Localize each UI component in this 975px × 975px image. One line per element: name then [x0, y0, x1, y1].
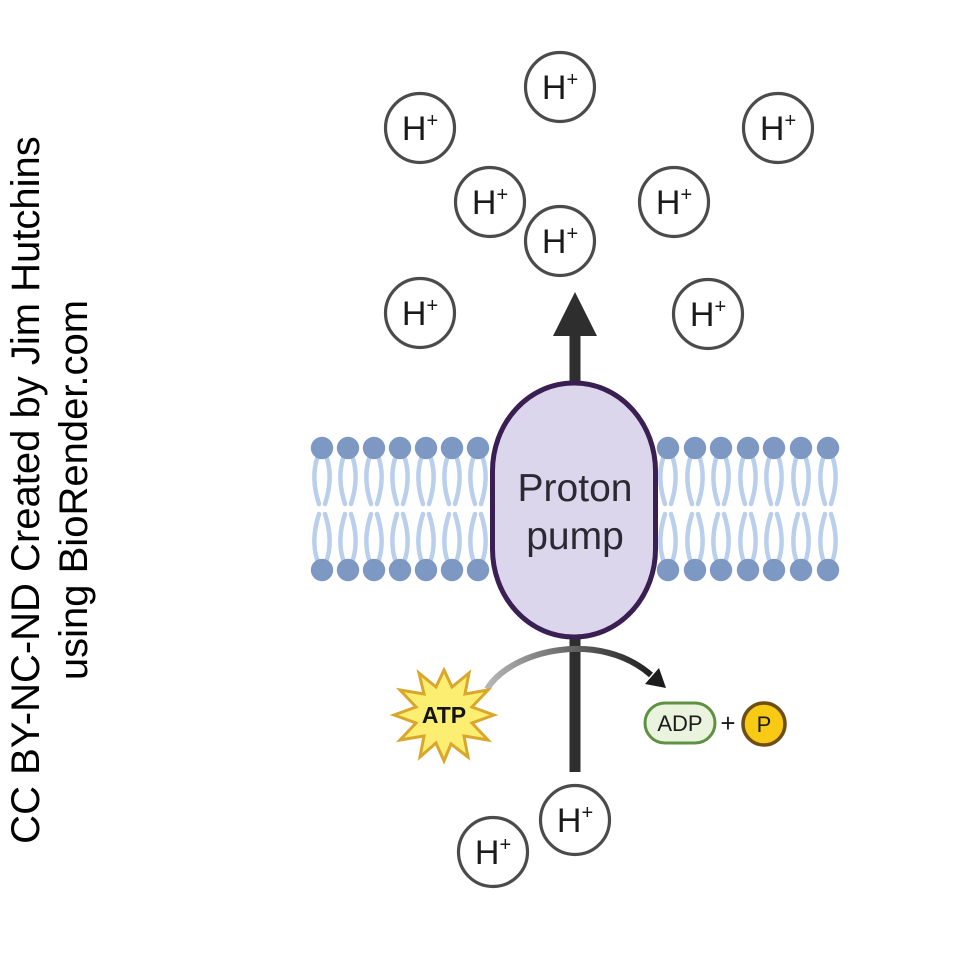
lipid-icon	[684, 437, 706, 504]
atp-label: ATP	[422, 702, 466, 728]
proton-pump-label-line2: pump	[526, 515, 624, 558]
hydrogen-ion	[523, 204, 597, 278]
lipid-icon	[389, 514, 411, 581]
proton-pump-body	[490, 380, 658, 640]
lipid-icon	[363, 437, 385, 504]
phosphate-label: P	[757, 712, 772, 737]
lipid-icon	[657, 437, 679, 504]
hydrogen-ion	[671, 277, 745, 351]
lipid-icon	[415, 437, 437, 504]
phosphate-molecule: P	[741, 701, 787, 747]
phosphate-circle	[741, 701, 787, 747]
lipid-icon	[441, 514, 463, 581]
lipid-icon	[311, 437, 333, 504]
lipid-icon	[710, 437, 732, 504]
lipid-icon	[337, 437, 359, 504]
hydrogen-ion	[741, 91, 815, 165]
lipid-icon	[684, 514, 706, 581]
hydrogen-ion	[456, 815, 530, 889]
lipid-icon	[389, 437, 411, 504]
lipid-icon	[311, 514, 333, 581]
atp-hydrolysis-arrowhead-icon	[645, 668, 666, 688]
lipid-icon	[363, 514, 385, 581]
lipid-icon	[817, 514, 839, 581]
adp-molecule: ADP	[643, 701, 717, 745]
lipid-icon	[763, 514, 785, 581]
lipid-icon	[737, 437, 759, 504]
atp-hydrolysis-arrow-curve	[484, 645, 653, 691]
atp-molecule: ATP	[389, 666, 499, 765]
atp-hydrolysis-arrow	[484, 645, 666, 691]
hydrogen-ion	[453, 165, 527, 239]
lipid-icon	[763, 437, 785, 504]
lipid-icon	[467, 437, 489, 504]
hydrogen-ion	[538, 783, 612, 857]
hydrogen-ion	[383, 276, 457, 350]
lipid-icon	[441, 437, 463, 504]
lipid-icon	[790, 514, 812, 581]
proton-pump-label-line1: Proton	[518, 467, 633, 510]
adp-label: ADP	[657, 711, 702, 736]
hydrogen-ion	[383, 91, 457, 165]
plus-sign: +	[720, 708, 735, 738]
lipid-icon	[710, 514, 732, 581]
lipid-icon	[467, 514, 489, 581]
lipid-icon	[415, 514, 437, 581]
adp-pill	[643, 701, 717, 745]
lipid-icon	[737, 514, 759, 581]
hydrogen-ion	[523, 50, 597, 124]
hydrogen-ion	[637, 165, 711, 239]
hydrogen-ions-below	[456, 783, 612, 889]
proton-pump: Proton pump	[490, 380, 658, 640]
lipid-icon	[817, 437, 839, 504]
lipid-icon	[790, 437, 812, 504]
lipid-icon	[657, 514, 679, 581]
lipid-icon	[337, 514, 359, 581]
hydrogen-ions-above	[383, 50, 815, 351]
atp-starburst-icon	[389, 666, 499, 765]
